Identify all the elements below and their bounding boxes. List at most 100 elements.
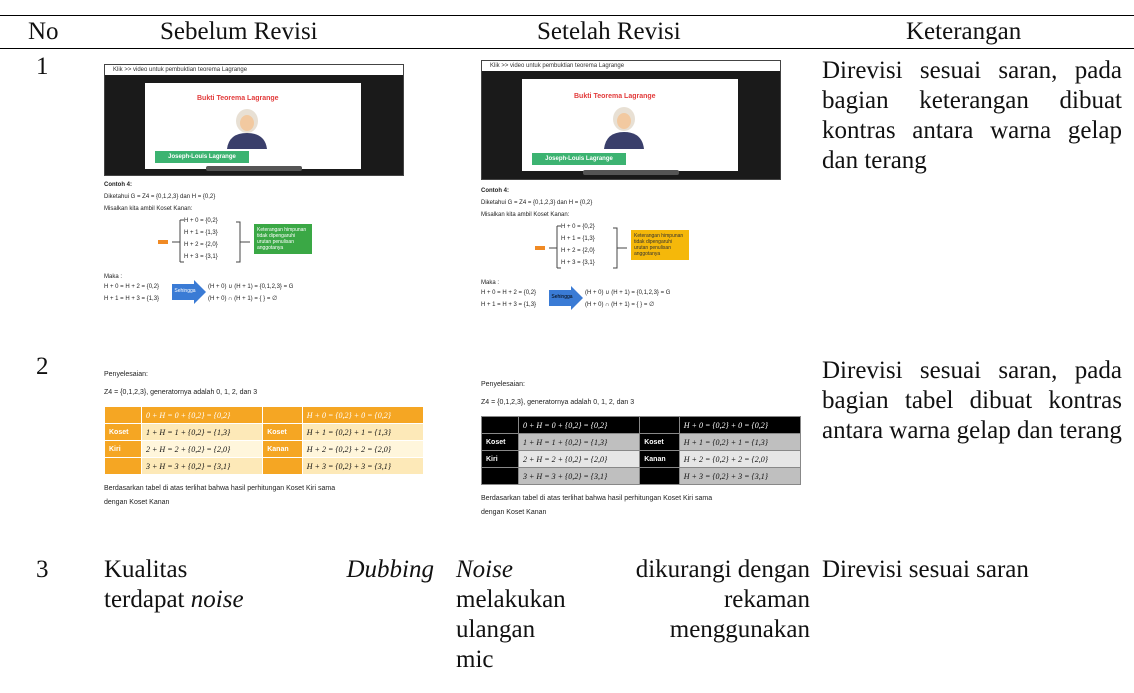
header-setelah-revisi: Setelah Revisi — [537, 18, 681, 45]
table-cell: H + 3 = {0,2} + 3 = {3,1} — [301, 457, 425, 475]
keterangan-text: Direvisi sesuai saran, pada bagian tabel… — [822, 357, 1122, 444]
koset-kanan-label: Kanan — [262, 440, 303, 458]
diketahui-text: Diketahui G = Z4 = {0,1,2,3} dan H = {0,… — [104, 194, 216, 200]
header-sebelum-revisi: Sebelum Revisi — [160, 18, 318, 45]
koset-kiri-label: Kiri — [103, 440, 143, 458]
slide-area: Bukti Teorema Lagrange Joseph-Louis Lagr… — [522, 79, 738, 171]
before-text-3: Kualitas Dubbing terdapat noise — [104, 555, 434, 615]
keterangan-text: Direvisi sesuai saran, pada bagian keter… — [822, 57, 1122, 174]
word: Dubbing — [346, 556, 435, 583]
name-label: Joseph-Louis Lagrange — [155, 151, 249, 163]
table-cell: 1 + H = 1 + {0,2} = {1,3} — [141, 423, 264, 441]
coset-line: H + 1 = {1,3} — [561, 236, 595, 242]
word: ulangan — [456, 616, 536, 643]
contoh-text: Contoh 4: — [104, 182, 132, 188]
before-screenshot-2: Penyelesaian: Z4 = {0,1,2,3}, generatorn… — [103, 370, 425, 520]
table-cell: 0 + H = 0 + {0,2} = {0,2} — [518, 416, 641, 434]
video-controls[interactable] — [583, 170, 679, 175]
video-caption: Klik >> video untuk pembuktian teorema L… — [482, 61, 780, 71]
before-screenshot-1: Klik >> video untuk pembuktian teorema L… — [104, 64, 404, 326]
row-number: 2 — [36, 353, 49, 380]
sehingga-label: Sehingga — [551, 294, 573, 300]
table-cell: H + 2 = {0,2} + 2 = {2,0} — [678, 450, 802, 468]
table-cell: 3 + H = 3 + {0,2} = {3,1} — [518, 467, 641, 485]
note-box: Keterangan himpunan tidak dipengaruhi ur… — [631, 230, 689, 260]
table-cell: 3 + H = 3 + {0,2} = {3,1} — [141, 457, 264, 475]
koset-table: 0 + H = 0 + {0,2} = {0,2} H + 0 = {0,2} … — [480, 416, 802, 485]
video-thumbnail[interactable]: Klik >> video untuk pembuktian teorema L… — [481, 60, 781, 180]
video-caption: Klik >> video untuk pembuktian teorema L… — [105, 65, 403, 75]
table-cell: H + 1 = {0,2} + 1 = {1,3} — [678, 433, 802, 451]
coset-line: H + 3 = {3,1} — [561, 260, 595, 266]
table-cell — [639, 467, 680, 485]
bracket-connector — [535, 225, 627, 269]
note-box: Keterangan himpunan tidak dipengaruhi ur… — [254, 224, 312, 254]
koset-kanan-label: Koset — [262, 423, 303, 441]
penyelesaian-text: Penyelesaian: — [104, 371, 148, 378]
conclusion-line-1: Berdasarkan tabel di atas terlihat bahwa… — [481, 495, 713, 502]
video-thumbnail[interactable]: Klik >> video untuk pembuktian teorema L… — [104, 64, 404, 176]
table-cell: 1 + H = 1 + {0,2} = {1,3} — [518, 433, 641, 451]
portrait-illustration — [604, 107, 644, 149]
header-no: No — [28, 18, 59, 45]
coset-line: H + 2 = {2,0} — [561, 248, 595, 254]
table-cell — [262, 406, 303, 424]
arrow-icon — [549, 286, 583, 310]
koset-kiri-label: Koset — [480, 433, 520, 451]
result-union: (H + 0) ∪ (H + 1) = {0,1,2,3} = G — [585, 290, 671, 296]
table-cell: H + 0 = {0,2} + 0 = {0,2} — [678, 416, 802, 434]
z4-text: Z4 = {0,1,2,3}, generatornya adalah 0, 1… — [481, 399, 635, 406]
word: menggunakan — [669, 616, 810, 643]
z4-text: Z4 = {0,1,2,3}, generatornya adalah 0, 1… — [104, 389, 258, 396]
slide-area: Bukti Teorema Lagrange Joseph-Louis Lagr… — [145, 83, 361, 169]
name-label: Joseph-Louis Lagrange — [532, 153, 626, 165]
table-cell: 2 + H = 2 + {0,2} = {2,0} — [518, 450, 641, 468]
misalkan-text: Misalkan kita ambil Koset Kanan: — [104, 206, 193, 212]
word: rekaman — [723, 586, 810, 613]
table-cell — [480, 416, 520, 434]
table-cell — [103, 457, 143, 475]
table-cell: H + 2 = {0,2} + 2 = {2,0} — [301, 440, 425, 458]
table-top-rule — [0, 15, 1134, 16]
koset-kiri-label: Kiri — [480, 450, 520, 468]
koset-kanan-label: Koset — [639, 433, 680, 451]
penyelesaian-text: Penyelesaian: — [481, 381, 525, 388]
after-text-3: Noise dikurangi dengan melakukan rekaman… — [456, 555, 810, 675]
slide-title: Bukti Teorema Lagrange — [197, 95, 279, 102]
table-cell: 2 + H = 2 + {0,2} = {2,0} — [141, 440, 264, 458]
coset-line: H + 0 = {0,2} — [561, 224, 595, 230]
maka-line-1: H + 0 = H + 2 = {0,2} — [481, 290, 537, 296]
diketahui-text: Diketahui G = Z4 = {0,1,2,3} dan H = {0,… — [481, 200, 593, 206]
table-header-rule — [0, 48, 1134, 49]
sehingga-label: Sehingga — [174, 288, 196, 294]
table-cell — [262, 457, 303, 475]
maka-line-1: H + 0 = H + 2 = {0,2} — [104, 284, 160, 290]
word: Kualitas — [104, 556, 188, 583]
maka-line-2: H + 1 = H + 3 = {1,3} — [481, 302, 537, 308]
video-controls[interactable] — [206, 166, 302, 171]
coset-line: H + 0 = {0,2} — [184, 218, 218, 224]
table-cell — [103, 406, 143, 424]
slide-title: Bukti Teorema Lagrange — [574, 93, 656, 100]
keterangan-text: Direvisi sesuai saran — [822, 556, 1029, 583]
table-cell: 0 + H = 0 + {0,2} = {0,2} — [141, 406, 264, 424]
maka-text: Maka : — [104, 274, 123, 280]
misalkan-text: Misalkan kita ambil Koset Kanan: — [481, 212, 570, 218]
row-number: 1 — [36, 53, 49, 80]
table-cell: H + 1 = {0,2} + 1 = {1,3} — [301, 423, 425, 441]
maka-text: Maka : — [481, 280, 500, 286]
row-number: 3 — [36, 556, 49, 583]
table-cell — [639, 416, 680, 434]
bracket-connector — [158, 219, 250, 263]
contoh-label: Contoh 4: — [104, 180, 132, 190]
conclusion-line-2: dengan Koset Kanan — [104, 499, 170, 506]
conclusion-line-1: Berdasarkan tabel di atas terlihat bahwa… — [104, 485, 336, 492]
maka-line-2: H + 1 = H + 3 = {1,3} — [104, 296, 160, 302]
result-intersection: (H + 0) ∩ (H + 1) = { } = ∅ — [585, 302, 655, 308]
table-cell: H + 0 = {0,2} + 0 = {0,2} — [301, 406, 425, 424]
result-union: (H + 0) ∪ (H + 1) = {0,1,2,3} = G — [208, 284, 294, 290]
after-screenshot-2: Penyelesaian: Z4 = {0,1,2,3}, generatorn… — [480, 380, 802, 530]
word: terdapat — [104, 586, 185, 613]
contoh-label: Contoh 4: — [481, 186, 509, 196]
table-cell: H + 3 = {0,2} + 3 = {3,1} — [678, 467, 802, 485]
